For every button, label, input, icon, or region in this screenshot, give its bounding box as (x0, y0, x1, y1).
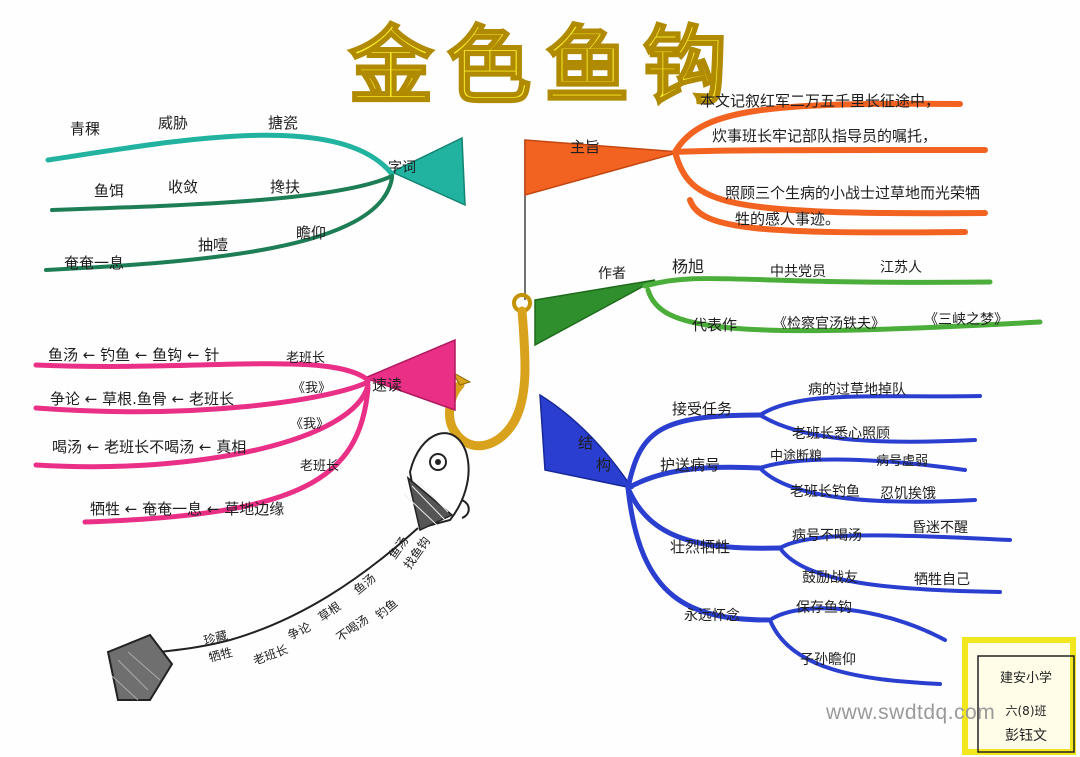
fish-line-notes: 鱼汤 找鱼钩 鱼汤 草根 不喝汤 争论 钓鱼 老班长 牺牲 珍藏 (202, 534, 433, 668)
credit-author: 彭钰文 (1005, 728, 1047, 744)
structure-group-2-item-3: 老班长钓鱼 (790, 483, 860, 500)
author-works-label: 代表作 (692, 316, 737, 334)
words-flag (390, 136, 466, 207)
reading-row-2: 争论 ← 草根.鱼骨 ← 老班长 (50, 390, 234, 408)
structure-group-3-item-1: 病号不喝汤 (792, 528, 862, 544)
author-label: 作者 (598, 266, 626, 282)
reading-flag (362, 338, 456, 412)
author-name: 杨旭 (672, 257, 704, 276)
structure-group-3-item-4: 牺牲自己 (914, 572, 970, 588)
main-idea-line-4: 牲的感人事迹。 (735, 210, 840, 228)
words-label: 字词 (388, 160, 416, 176)
credit-class: 六(8)班 (1006, 704, 1047, 718)
svg-text:不喝汤: 不喝汤 (334, 612, 372, 644)
svg-text:钓鱼: 钓鱼 (373, 596, 400, 622)
author-work-2: 《三峡之梦》 (924, 312, 1008, 328)
svg-text:老班长: 老班长 (251, 642, 290, 667)
watermark: www.swdtdq.com (826, 701, 996, 724)
structure-group-3-item-2: 昏迷不醒 (912, 520, 968, 536)
svg-text:争论: 争论 (285, 620, 313, 643)
structure-group-1-item-1: 病的过草地掉队 (808, 382, 906, 398)
credit-school: 建安小学 (1000, 670, 1052, 686)
svg-text:牺牲: 牺牲 (207, 645, 234, 665)
structure-group-1-label: 接受任务 (672, 400, 732, 418)
branch-words: 字词 青稞 威胁 搪瓷 鱼饵 收敛 搀扶 奄奄一息 抽噎 瞻仰 (44, 114, 466, 272)
main-idea-label: 主旨 (570, 138, 600, 156)
structure-group-3-label: 壮烈牺牲 (670, 538, 730, 556)
svg-text:鱼汤: 鱼汤 (351, 571, 378, 597)
structure-group-2-item-1: 中途断粮 (770, 448, 822, 464)
structure-group-4-label: 永远怀念 (684, 607, 740, 624)
word-2: 威胁 (158, 114, 188, 132)
branch-author: 作者 杨旭 中共党员 江苏人 代表作 《检察官汤铁夫》 《三峡之梦》 (534, 257, 1043, 347)
structure-group-1-item-2: 老班长悉心照顾 (792, 426, 890, 442)
word-9: 瞻仰 (296, 224, 326, 242)
svg-text:草根: 草根 (316, 599, 344, 624)
word-3: 搪瓷 (268, 114, 298, 132)
structure-group-4-item-1: 保存鱼钩 (796, 599, 852, 616)
reading-row-4: 牺牲 ← 奄奄一息 ← 草地边缘 (90, 500, 284, 518)
reading-row-1-tail: 老班长 (286, 351, 325, 366)
structure-label-2: 构 (596, 456, 611, 474)
fish-icon (403, 432, 470, 532)
main-idea-flag (524, 139, 681, 196)
main-idea-line-1: 本文记叙红军二万五千里长征途中， (700, 92, 940, 110)
author-tag-origin: 江苏人 (880, 260, 922, 276)
branch-reading: 速读 鱼汤 ← 钓鱼 ← 鱼钩 ← 针 老班长 争论 ← 草根.鱼骨 ← 老班长… (33, 338, 456, 525)
structure-group-2-item-4: 忍饥挨饿 (880, 486, 936, 502)
credit-box: 建安小学 六(8)班 彭钰文 (962, 637, 1076, 755)
branch-main-idea: 主旨 本文记叙红军二万五千里长征途中， 炊事班长牢记部队指导员的嘱托， 照顾三个… (524, 92, 988, 236)
structure-group-4-item-2: 子孙瞻仰 (800, 651, 856, 668)
reading-row-3: 喝汤 ← 老班长不喝汤 ← 真相 (52, 438, 246, 456)
reading-row-1: 鱼汤 ← 钓鱼 ← 鱼钩 ← 针 (48, 346, 219, 364)
main-idea-line-2: 炊事班长牢记部队指导员的嘱托， (712, 127, 937, 145)
structure-group-2-label: 护送病号 (660, 456, 720, 474)
reading-row-3-tail: 《我》 (290, 417, 329, 432)
word-4: 鱼饵 (94, 182, 124, 200)
word-8: 抽噎 (198, 236, 228, 254)
author-flag (534, 279, 656, 347)
main-idea-line-3: 照顾三个生病的小战士过草地而光荣牺 (725, 184, 980, 202)
word-5: 收敛 (168, 178, 198, 196)
reading-row-4-tail: 老班长 (300, 459, 339, 474)
author-work-1: 《检察官汤铁夫》 (773, 315, 885, 332)
word-6: 搀扶 (270, 178, 300, 196)
branch-structure: 结 构 接受任务 病的过草地掉队 老班长悉心照顾 护送病号 中途断粮 病号虚弱 … (539, 382, 1012, 686)
page-title: 金色鱼钩 (349, 16, 741, 115)
fish-line (159, 527, 419, 653)
reading-row-2-tail: 《我》 (292, 381, 331, 396)
svg-text:珍藏: 珍藏 (202, 628, 229, 648)
word-1: 青稞 (70, 120, 100, 138)
author-tag-party: 中共党员 (770, 264, 826, 280)
word-7: 奄奄一息 (64, 254, 124, 272)
structure-label-1: 结 (578, 434, 593, 452)
fish-hook-icon (445, 140, 532, 451)
structure-group-2-item-2: 病号虚弱 (876, 454, 928, 469)
sinker-icon (106, 633, 174, 701)
reading-label: 速读 (372, 376, 402, 394)
structure-group-3-item-3: 鼓励战友 (802, 570, 858, 586)
